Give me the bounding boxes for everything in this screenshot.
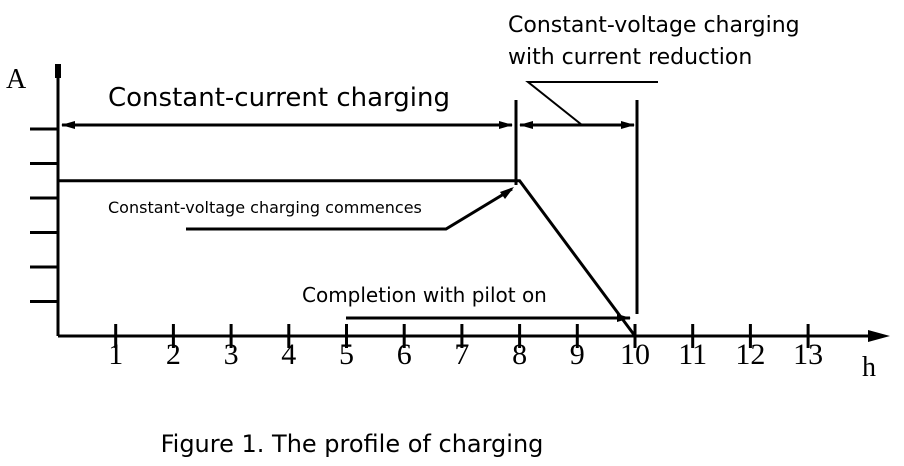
- x-tick-label: 3: [224, 338, 239, 371]
- y-axis-arrow-icon: [55, 64, 61, 78]
- charging-current-line: [58, 179, 637, 337]
- cv-commences-label: Constant-voltage charging commences: [108, 198, 422, 217]
- x-tick-label: 10: [620, 338, 650, 371]
- x-axis-label: h: [862, 352, 876, 383]
- y-axis-label: A: [6, 64, 27, 95]
- x-tick-label: 6: [397, 338, 412, 371]
- figure-caption: Figure 1. The profile of charging: [160, 430, 544, 458]
- cv-reduction-label-line2: with current reduction: [508, 45, 752, 70]
- completion-label: Completion with pilot on: [302, 283, 547, 307]
- x-tick-label: 11: [678, 338, 707, 371]
- x-tick-label: 5: [339, 338, 354, 371]
- x-tick-label: 2: [166, 338, 181, 371]
- cv-reduction-leader: [525, 81, 658, 126]
- cv-commences-arrow-icon: [500, 187, 514, 199]
- constant-current-label: Constant-current charging: [108, 83, 450, 113]
- x-tick-label: 4: [281, 338, 296, 371]
- x-tick-label: 1: [108, 338, 123, 371]
- x-tick-label: 7: [454, 338, 469, 371]
- x-axis-arrow-icon: [868, 330, 890, 342]
- x-tick-label: 9: [570, 338, 585, 371]
- x-tick-label: 13: [793, 338, 823, 371]
- x-tick-label: 12: [735, 338, 765, 371]
- y-ticks: [30, 127, 58, 303]
- cv-reduction-label-line1: Constant-voltage charging: [508, 13, 800, 38]
- x-tick-label: 8: [512, 338, 527, 371]
- cv-commences-leader: [186, 187, 513, 231]
